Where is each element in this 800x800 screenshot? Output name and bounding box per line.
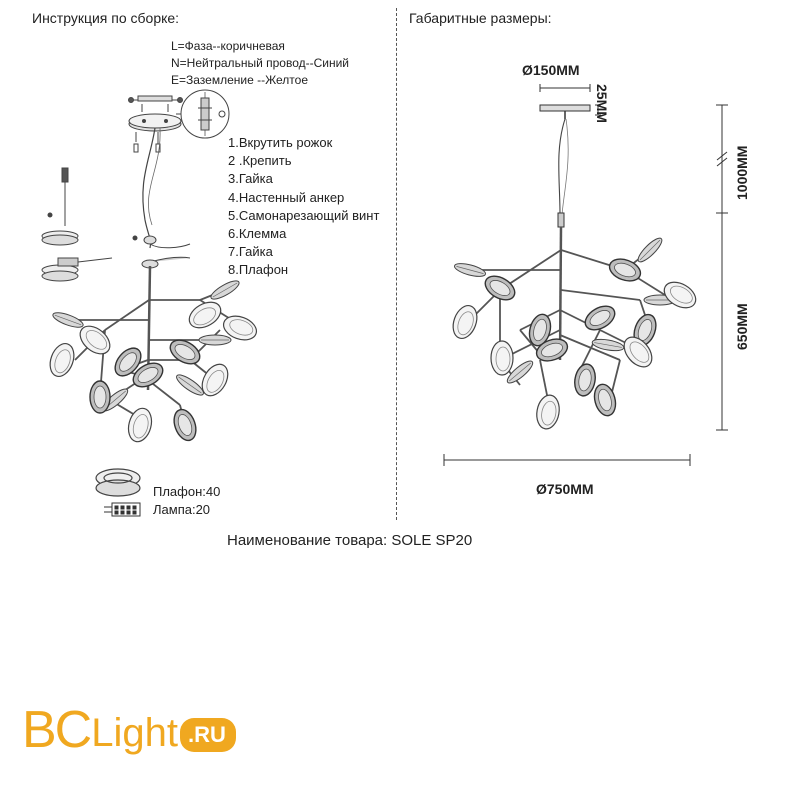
wiring-line-ground: E=Заземление --Желтое [171, 73, 309, 87]
step-item: 1.Вкрутить рожок [228, 135, 333, 150]
logo-bc-text: BC [22, 701, 92, 759]
ceiling-plate-exploded [128, 89, 230, 153]
shade-quantity-label: Плафон:40 [153, 484, 221, 499]
clamp-parts [41, 167, 113, 282]
canopy [539, 104, 591, 112]
suspension-cable [142, 127, 156, 249]
logo-light-text: Light [91, 711, 178, 755]
step-item: 4.Настенный анкер [228, 189, 345, 205]
shade-quantity-icon [95, 468, 141, 497]
suspension-cable [558, 118, 566, 216]
dimensions-header: Габаритные размеры: [409, 10, 552, 26]
step-item: 5.Самонарезающий винт [228, 207, 380, 223]
product-name: Наименование товара: SOLE SP20 [227, 532, 473, 549]
step-item: 3.Гайка [228, 171, 273, 187]
dimension-drawing [443, 84, 728, 466]
logo-ru-badge: .RU [180, 718, 236, 752]
canopy-diameter-label: Ø150MM [522, 62, 580, 78]
central-stem [558, 226, 563, 361]
step-item: 7.Гайка [228, 244, 273, 260]
assembly-header: Инструкция по сборке: [32, 10, 180, 26]
lamp-quantity-icon [104, 502, 141, 517]
wiring-line-phase: L=Фаза--коричневая [171, 39, 285, 53]
step-item: 6.Клемма [228, 226, 287, 242]
bclight-logo: BC Light .RU [22, 700, 236, 760]
wiring-line-neutral: N=Нейтральный провод--Синий [171, 56, 349, 70]
step-item: 2 .Крепить [228, 153, 292, 169]
step-item: 8.Плафон [228, 262, 289, 278]
cable-length-label: 1000MM [734, 145, 750, 200]
canopy-height-label: 25MM [594, 84, 610, 123]
assembly-drawing [41, 89, 261, 517]
section-divider [396, 8, 397, 520]
wiring-legend: L=Фаза--коричневая N=Нейтральный провод-… [171, 38, 349, 89]
assembly-steps: 1.Вкрутить рожок 2 .Крепить 3.Гайка 4.На… [228, 134, 379, 280]
lamp-quantity-label: Лампа:20 [153, 502, 211, 517]
horizontal-dimension-line [443, 454, 691, 466]
body-height-label: 650MM [734, 303, 750, 350]
vertical-dimension-lines [716, 104, 728, 431]
total-diameter-label: Ø750MM [536, 481, 594, 497]
